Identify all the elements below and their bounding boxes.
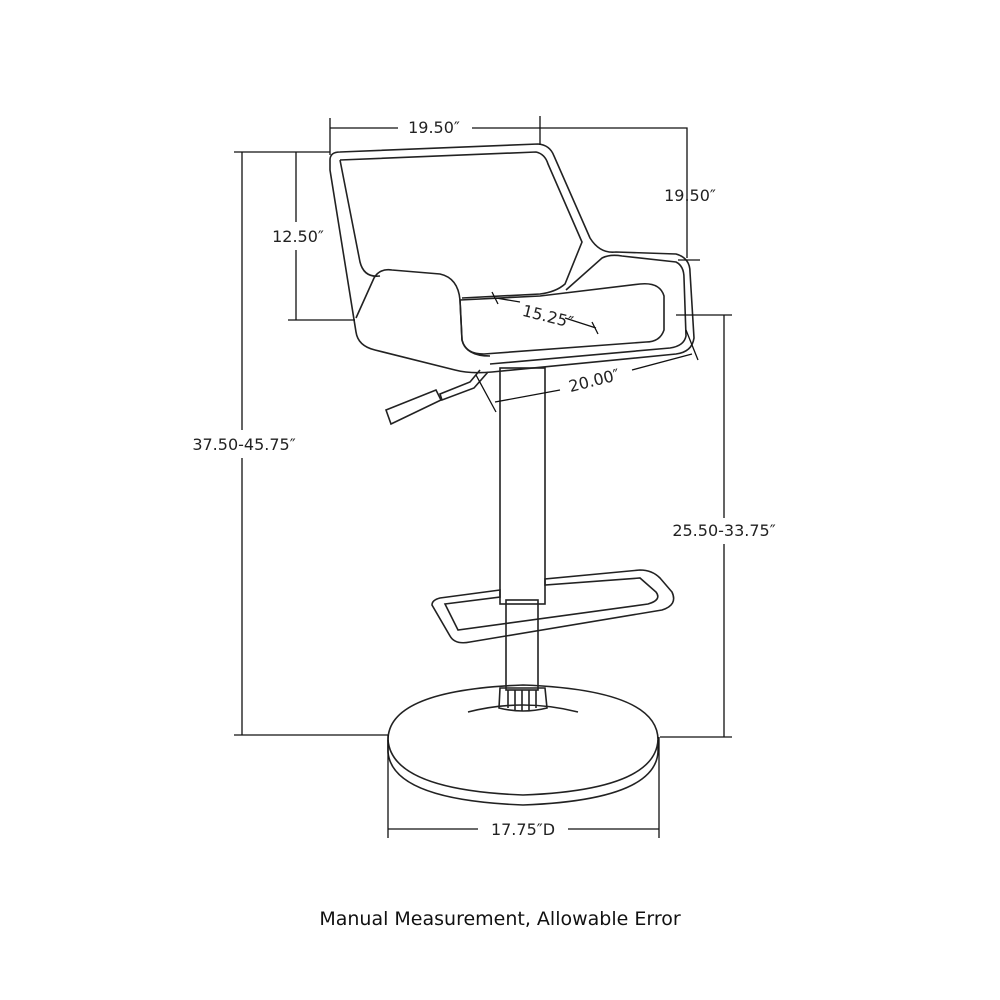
base-top-edge xyxy=(387,739,659,796)
chair-shell xyxy=(329,143,695,374)
lever-handle xyxy=(384,388,443,426)
back-width-label: 19.50″ xyxy=(408,118,460,137)
seat-to-back-top-label: 19.50″ xyxy=(664,186,716,205)
seat-height-label: 25.50-33.75″ xyxy=(672,521,775,540)
base-diameter-label: 17.75″D xyxy=(491,820,555,839)
back-height-label: 12.50″ xyxy=(272,227,324,246)
seat-cushion xyxy=(459,282,665,355)
stool-drawing xyxy=(329,143,695,806)
backrest-inner xyxy=(339,151,583,299)
left-arm xyxy=(355,268,491,357)
overall-height-label: 37.50-45.75″ xyxy=(192,435,295,454)
base xyxy=(387,684,659,806)
seat-depth-label: 15.25″ xyxy=(520,301,575,332)
lower-pole xyxy=(505,599,539,691)
base-hub-shadow xyxy=(467,704,579,713)
dimension-lines xyxy=(234,116,732,838)
seat-width-label: 20.00″ xyxy=(567,365,622,396)
pole-collar xyxy=(498,687,548,712)
upper-pole xyxy=(499,367,546,605)
footrest xyxy=(431,569,675,644)
collar-ridges xyxy=(507,690,537,711)
height-lever xyxy=(439,369,489,402)
right-arm xyxy=(489,254,687,365)
caption: Manual Measurement, Allowable Error xyxy=(319,908,681,930)
